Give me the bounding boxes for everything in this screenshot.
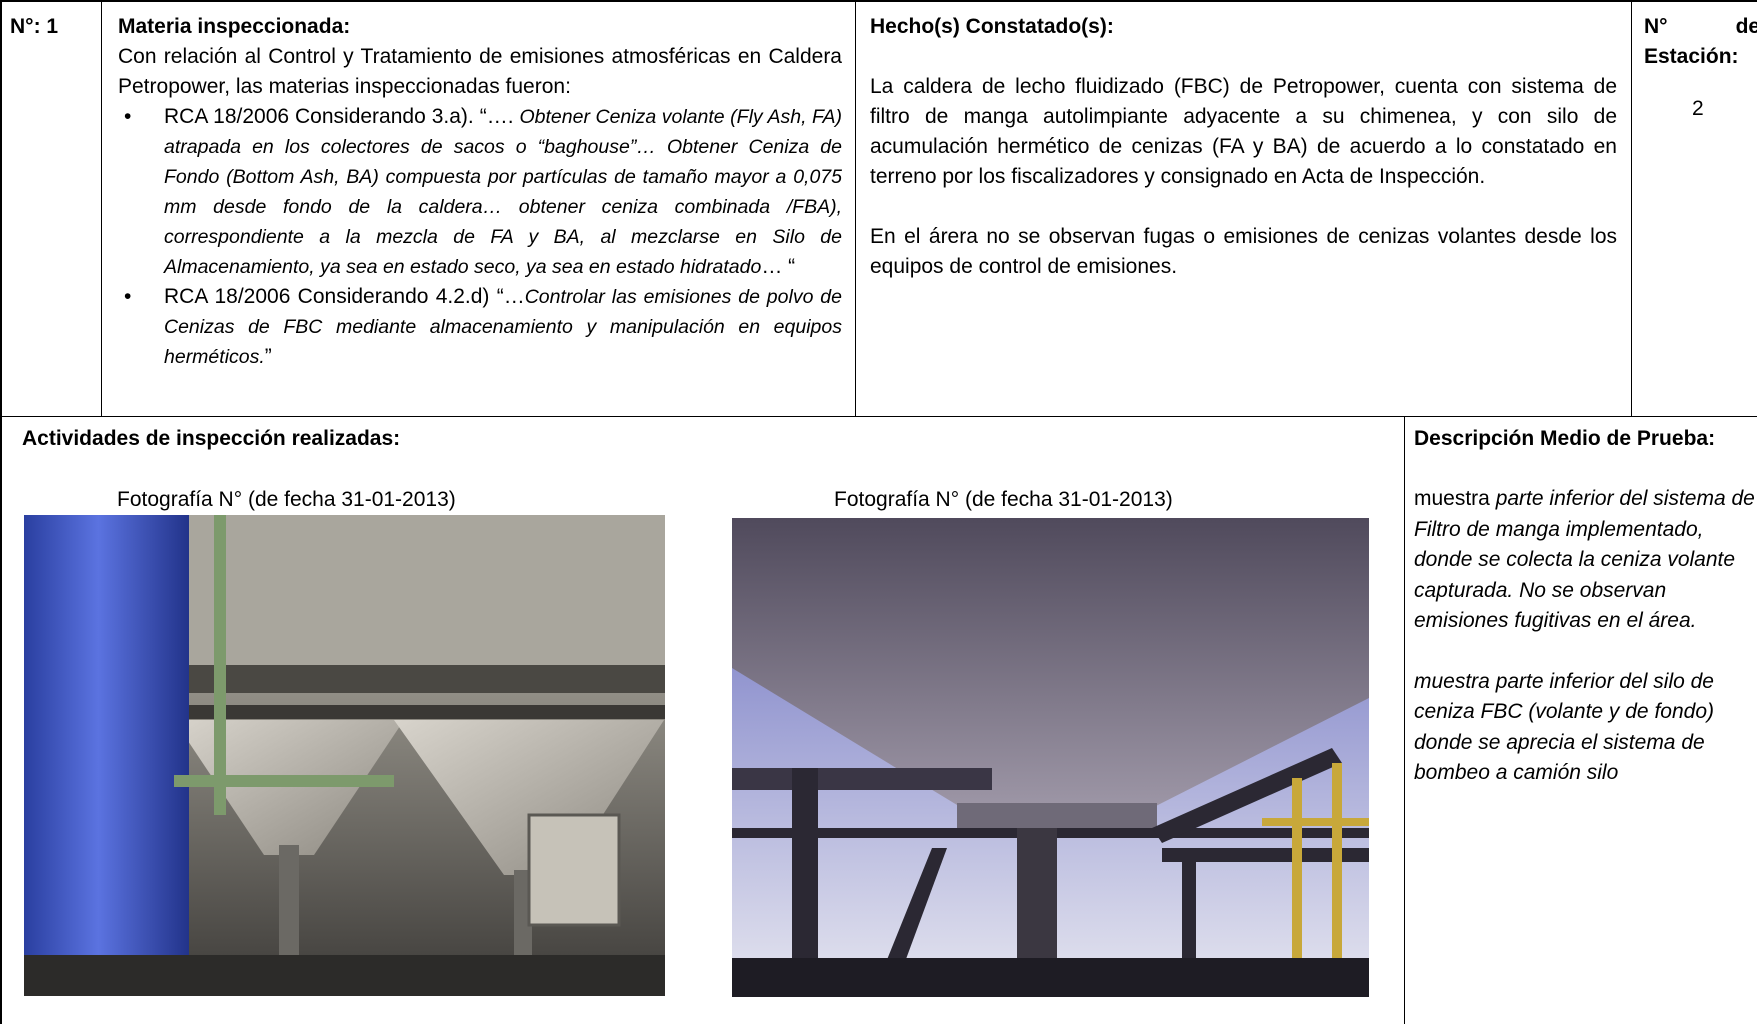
descripcion-text-1: muestra parte inferior del sistema de Fi… [1414,484,1757,637]
photo-1-caption: Fotografía N° (de fecha 31-01-2013) [117,488,456,511]
materia-cell: Materia inspeccionada: Con relación al C… [118,12,842,372]
descripcion-text-1-italic: parte inferior del sistema de Filtro de … [1414,487,1755,632]
materia-item-1-suffix: … “ [761,255,796,278]
descripcion-heading: Descripción Medio de Prueba: [1414,427,1716,450]
materia-item-1-prefix: RCA 18/2006 Considerando 3.a). “…. [164,105,520,128]
hechos-paragraph-1: La caldera de lecho fluidizado (FBC) de … [870,75,1617,188]
hechos-paragraph-2: En el árera no se observan fugas o emisi… [870,225,1617,278]
row2-col-divider [1404,416,1405,1024]
estacion-value: 2 [1692,97,1704,120]
table-top-border [0,0,1757,2]
descripcion-text-1-prefix: muestra [1414,487,1496,510]
materia-intro: Con relación al Control y Tratamiento de… [118,45,842,98]
descripcion-text-2: muestra parte inferior del silo de ceniz… [1414,669,1714,785]
descripcion-cell: Descripción Medio de Prueba: muestra par… [1414,424,1757,789]
estacion-cell: N° de Estación: 2 [1644,12,1757,124]
materia-item-2: • RCA 18/2006 Considerando 4.2.d) “…Cont… [118,282,842,372]
row-divider [0,416,1757,417]
table-left-border [0,0,2,1024]
materia-item-2-prefix: RCA 18/2006 Considerando 4.2.d) “… [164,285,525,308]
estacion-label-line1: N° de [1644,12,1757,42]
materia-item-1: • RCA 18/2006 Considerando 3.a). “…. Obt… [118,102,842,282]
entry-number: N°: 1 [10,15,59,38]
actividades-heading: Actividades de inspección realizadas: [22,427,401,450]
row1-col-divider-2 [855,0,856,416]
photo-1-baghouse-filter [24,515,665,996]
estacion-label-n: N° [1644,15,1668,38]
materia-item-2-suffix: ” [264,345,272,368]
bullet-icon: • [124,285,132,308]
materia-heading: Materia inspeccionada: [118,15,351,38]
photo-2-caption: Fotografía N° (de fecha 31-01-2013) [834,488,1173,511]
materia-item-1-quote: Obtener Ceniza volante (Fly Ash, FA) atr… [164,106,842,278]
estacion-label-de: de [1735,15,1757,38]
hechos-heading: Hecho(s) Constatado(s): [870,15,1114,38]
bullet-icon: • [124,105,132,128]
estacion-label: Estación: [1644,45,1739,68]
row1-col-divider-3 [1631,0,1632,416]
materia-item-2-quote: Controlar las emisiones de polvo de Ceni… [164,286,842,368]
photo-2-fbc-silo [732,518,1369,997]
row1-col-divider-1 [101,0,102,416]
hechos-cell: Hecho(s) Constatado(s): La caldera de le… [870,12,1617,282]
